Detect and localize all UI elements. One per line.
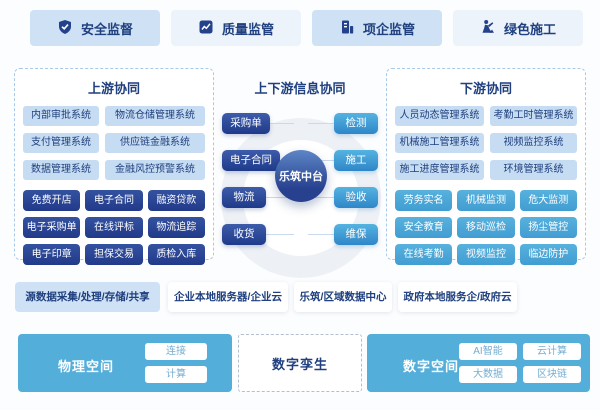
worker-icon [480, 19, 496, 38]
service-pill: 在线考勤 [395, 244, 453, 265]
building-icon [339, 19, 355, 38]
service-pill: 机械监测 [457, 190, 515, 211]
node-pill-logistics: 物流 [222, 187, 266, 208]
system-pill: 人员动态管理系统 [395, 106, 484, 126]
upstream-panel: 上游协同 内部审批系统物流仓储管理系统 支付管理系统供应链金融系统 数据管理系统… [14, 68, 214, 265]
compute-button[interactable]: 计算 [145, 366, 207, 383]
band-government-cloud: 政府本地服务企/政府云 [398, 282, 517, 312]
ai-button[interactable]: AI智能 [459, 343, 517, 360]
system-pill: 数据管理系统 [23, 160, 99, 180]
digital-space-title: 数字空间 [403, 359, 460, 374]
node-pill-maintenance: 维保 [334, 224, 378, 245]
system-pill: 环境管理系统 [490, 160, 577, 180]
connector-line [308, 234, 336, 235]
header-button-label: 绿色施工 [503, 21, 556, 37]
connector-line [308, 123, 336, 124]
connector-line [266, 197, 294, 198]
service-pill: 担保交易 [85, 244, 143, 265]
center-title: 上下游信息协同 [254, 81, 346, 96]
hub-circle: 乐筑中台 [275, 150, 327, 202]
service-pill: 危大监测 [519, 190, 577, 211]
header-button-safety-supervision[interactable]: 安全监督 [30, 10, 160, 46]
band-enterprise-cloud: 企业本地服务器/企业云 [168, 282, 288, 312]
system-pill: 物流仓储管理系统 [105, 106, 205, 126]
service-pill: 移动巡检 [457, 217, 515, 238]
system-pill: 金融风控预警系统 [105, 160, 205, 180]
band-source-data: 源数据采集/处理/存储/共享 [15, 282, 160, 312]
node-pill-e-contract: 电子合同 [222, 150, 280, 171]
cloud-computing-button[interactable]: 云计算 [523, 343, 581, 360]
service-pill: 融资贷款 [147, 190, 205, 211]
line-chart-icon [198, 19, 214, 38]
downstream-panel-title: 下游协同 [459, 81, 512, 96]
physical-space-box: 物理空间 连接 计算 [18, 334, 232, 392]
physical-space-title: 物理空间 [58, 359, 115, 374]
band-regional-data-center: 乐筑/区域数据中心 [294, 282, 392, 312]
service-pill: 视频监控 [457, 244, 515, 265]
node-pill-purchase-order: 采购单 [222, 113, 270, 134]
service-pill: 临边防护 [519, 244, 577, 265]
service-pill: 扬尘管控 [519, 217, 577, 238]
shield-check-icon [57, 19, 73, 38]
header-bar: 安全监督 质量监管 项企监管 绿色施工 [30, 10, 583, 46]
service-pill: 质检入库 [147, 244, 205, 265]
header-button-label: 安全监督 [80, 21, 133, 37]
service-pill: 电子采购单 [23, 217, 81, 238]
service-pill: 在线评标 [85, 217, 143, 238]
header-button-green-construction[interactable]: 绿色施工 [453, 10, 583, 46]
header-button-project-enterprise-supervision[interactable]: 项企监管 [312, 10, 442, 46]
system-pill: 内部审批系统 [23, 106, 99, 126]
service-pill: 免费开店 [23, 190, 81, 211]
service-pill: 安全教育 [395, 217, 453, 238]
system-pill: 支付管理系统 [23, 133, 99, 153]
digital-twin-box: 数字孪生 [238, 334, 362, 392]
upstream-panel-title: 上游协同 [87, 81, 140, 96]
header-button-quality-supervision[interactable]: 质量监管 [171, 10, 301, 46]
node-pill-acceptance: 验收 [334, 187, 378, 208]
service-pill: 电子印章 [23, 244, 81, 265]
digital-space-box: 数字空间 AI智能 云计算 大数据 区块链 [367, 334, 590, 392]
system-pill: 考勤工时管理系统 [490, 106, 577, 126]
connector-line [266, 123, 294, 124]
service-pill: 劳务实名 [395, 190, 453, 211]
downstream-panel: 下游协同 人员动态管理系统考勤工时管理系统 机械施工管理系统视频监控系统 施工进… [386, 68, 586, 265]
node-pill-construction: 施工 [334, 150, 378, 171]
connect-button[interactable]: 连接 [145, 343, 207, 360]
node-pill-inspection: 检测 [334, 113, 378, 134]
node-pill-receiving: 收货 [222, 224, 266, 245]
service-pill: 物流追踪 [147, 217, 205, 238]
system-pill: 机械施工管理系统 [395, 133, 484, 153]
header-button-label: 质量监管 [221, 21, 274, 37]
system-pill: 供应链金融系统 [105, 133, 205, 153]
system-pill: 施工进度管理系统 [395, 160, 484, 180]
blockchain-button[interactable]: 区块链 [523, 366, 581, 383]
system-pill: 视频监控系统 [490, 133, 577, 153]
big-data-button[interactable]: 大数据 [459, 366, 517, 383]
service-pill: 电子合同 [85, 190, 143, 211]
header-button-label: 项企监管 [362, 21, 415, 37]
connector-line [308, 197, 336, 198]
connector-line [266, 234, 294, 235]
